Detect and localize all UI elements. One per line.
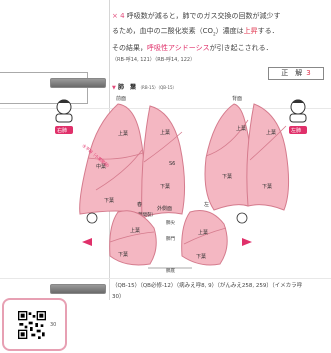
explanation-text-5: その結果， bbox=[112, 44, 147, 53]
answer-label: 正 解 bbox=[281, 69, 303, 77]
lung-lobes-diagram: 右肺 右肺 左肺 前面 背面 上葉 中葉 下葉 水平裂（小葉間裂） 上葉 下葉 … bbox=[55, 95, 307, 274]
left-lung-tag-right: 左肺 bbox=[291, 127, 301, 134]
right-lung-back bbox=[246, 103, 290, 211]
label-back: 背面 bbox=[232, 95, 242, 102]
wrong-marker: × 4 bbox=[112, 12, 125, 20]
label-s6: S6 bbox=[169, 161, 175, 167]
label-hilum: 肺門 bbox=[166, 236, 175, 242]
label-middle-1: 中葉 bbox=[96, 163, 106, 170]
person-icon-front bbox=[55, 99, 73, 123]
explanation-text-4: する． bbox=[257, 27, 279, 35]
qr-box[interactable]: 30 bbox=[2, 298, 67, 351]
section-divider-2 bbox=[0, 278, 331, 279]
explanation-text-3: ）濃度は bbox=[215, 27, 244, 35]
label-front: 前面 bbox=[116, 95, 126, 102]
tab-label-2 bbox=[50, 284, 106, 294]
reference-citations: （QB-15）（QB必修-12）（病みえ呼8, 9）（がんみえ258, 259）… bbox=[112, 281, 324, 303]
emphasis-rise: 上昇 bbox=[243, 27, 258, 35]
label-upper-2: 上葉 bbox=[160, 129, 170, 136]
source-reference: （RB-呼14, 121）（RB-呼14, 122） bbox=[112, 57, 196, 64]
label-lower-5: 下葉 bbox=[118, 251, 128, 258]
arrow-left-icon bbox=[82, 238, 92, 246]
label-upper-6: 上葉 bbox=[198, 229, 208, 236]
explanation-line-3: その結果，呼吸性アシドーシスが引き起こされる． bbox=[112, 41, 324, 56]
section-title: ▼ 肺 葉 （RB-15）（QB-15） bbox=[112, 82, 177, 91]
qr-code-icon[interactable] bbox=[18, 311, 46, 339]
co2-subscript: 2 bbox=[213, 31, 216, 37]
emphasis-term: 呼吸性アシドーシス bbox=[147, 44, 210, 53]
explanation-line-2: るため，血中の二酸化炭素（CO2）濃度は上昇する． bbox=[112, 24, 324, 41]
label-lower-4: 下葉 bbox=[262, 183, 272, 190]
label-lateral: 外側面 bbox=[157, 205, 172, 212]
label-base: 肺底 bbox=[166, 267, 175, 274]
label-spring: 春 bbox=[137, 201, 142, 208]
margin-note-box bbox=[0, 72, 88, 104]
explanation-text-2: るため，血中の二酸化炭素（CO bbox=[112, 27, 214, 35]
reference-line-2: 30） bbox=[112, 294, 125, 300]
label-lower-3: 下葉 bbox=[222, 173, 232, 180]
label-upper-4: 上葉 bbox=[266, 129, 276, 136]
label-upper-1: 上葉 bbox=[118, 130, 128, 137]
right-lung-lateral bbox=[109, 210, 157, 266]
reference-line-1: （QB-15）（QB必修-12）（病みえ呼8, 9）（がんみえ258, 259）… bbox=[112, 283, 303, 289]
tab-label-1 bbox=[50, 78, 106, 88]
person-icon-back bbox=[289, 99, 307, 123]
person-icon-lateral-left bbox=[86, 212, 98, 224]
arrow-right-icon bbox=[242, 238, 252, 246]
person-icon-lateral-right bbox=[236, 212, 248, 224]
label-left-side: 左 bbox=[204, 201, 209, 208]
right-lung-tag: 右肺 bbox=[57, 127, 67, 134]
section-divider bbox=[0, 108, 331, 109]
label-upper-3: 上葉 bbox=[236, 125, 246, 132]
label-lower-6: 下葉 bbox=[196, 253, 206, 260]
explanation-paragraph: × 4 呼吸数が減ると，肺でのガス交換の回数が減少す るため，血中の二酸化炭素（… bbox=[112, 9, 324, 64]
label-lower-1: 下葉 bbox=[104, 197, 114, 204]
label-upper-5: 上葉 bbox=[130, 227, 140, 234]
label-lower-2: 下葉 bbox=[160, 183, 170, 190]
left-lung-lateral bbox=[181, 210, 228, 266]
answer-value: 3 bbox=[306, 69, 311, 77]
explanation-text-6: が引き起こされる． bbox=[209, 44, 273, 53]
explanation-line-1: × 4 呼吸数が減ると，肺でのガス交換の回数が減少す bbox=[112, 9, 324, 24]
qr-page-number: 30 bbox=[50, 322, 57, 328]
triangle-icon: ▼ bbox=[112, 85, 116, 91]
explanation-text-1: 呼吸数が減ると，肺でのガス交換の回数が減少す bbox=[126, 12, 281, 20]
section-refs: （RB-15）（QB-15） bbox=[138, 85, 177, 90]
label-apex: 肺尖 bbox=[166, 219, 175, 226]
left-lung-back bbox=[204, 103, 252, 211]
left-lung-front bbox=[141, 105, 186, 219]
section-title-text: 肺 葉 bbox=[117, 84, 136, 91]
